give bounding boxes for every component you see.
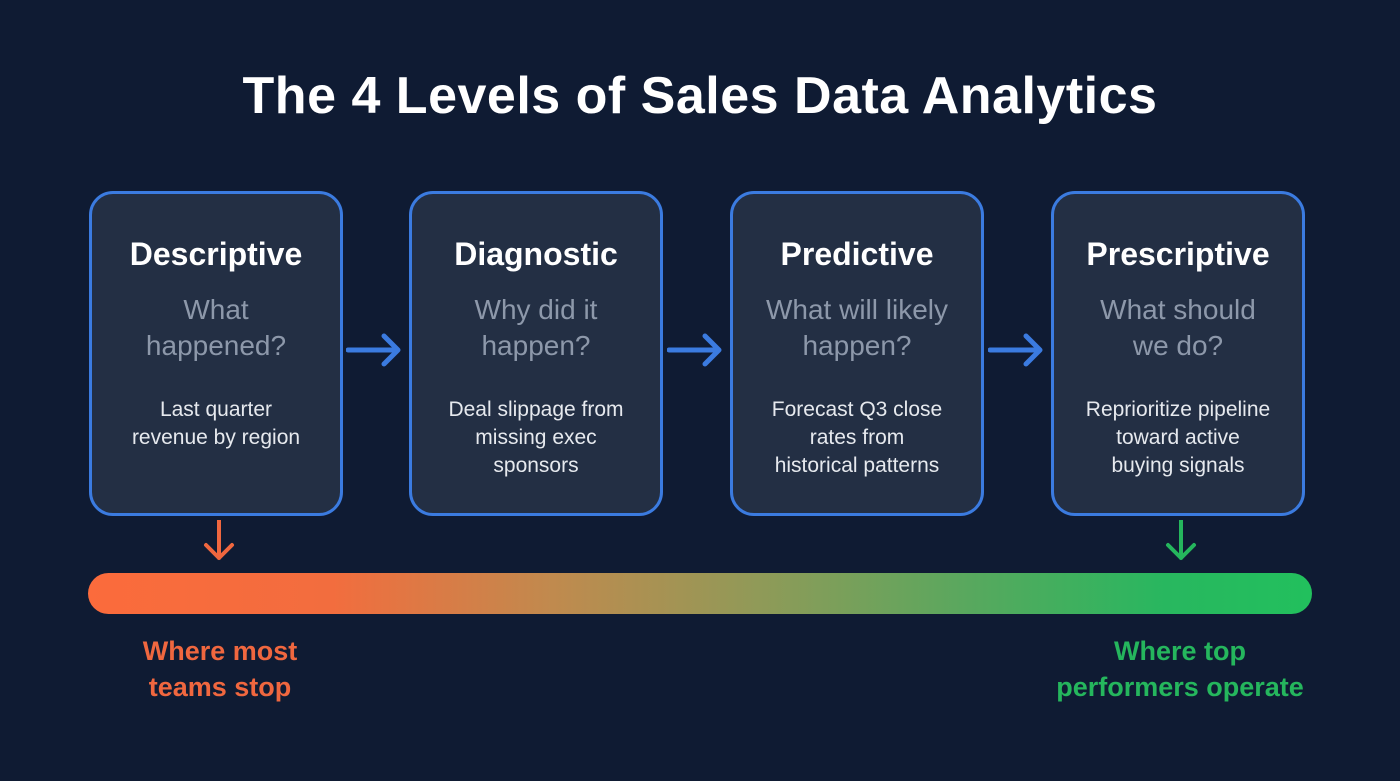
arrow-right-icon: [667, 333, 722, 367]
arrow-down-icon: [204, 520, 234, 560]
maturity-gradient-bar: [88, 573, 1312, 614]
level-name: Descriptive: [129, 236, 303, 272]
arrow-right-icon: [988, 333, 1043, 367]
level-name: Predictive: [780, 236, 934, 272]
arrow-right-icon: [346, 333, 401, 367]
page-title: The 4 Levels of Sales Data Analytics: [242, 67, 1158, 125]
arrow-down-icon: [1166, 520, 1196, 560]
level-name: Prescriptive: [1086, 236, 1270, 272]
level-name: Diagnostic: [454, 236, 618, 272]
